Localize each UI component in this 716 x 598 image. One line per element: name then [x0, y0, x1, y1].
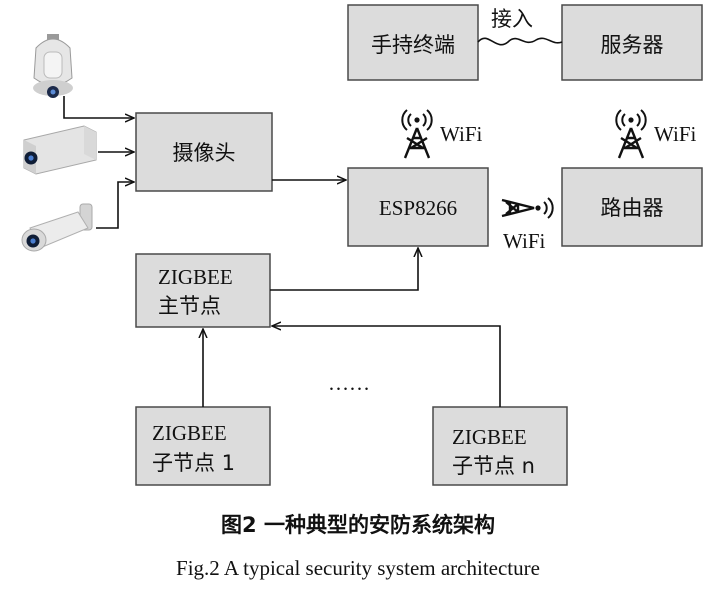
zigbee-sub-node-1-box: ZIGBEE 子节点 1: [135, 406, 271, 486]
camera-label: 摄像头: [173, 141, 236, 165]
wifi-antenna-icon: [501, 197, 554, 219]
wifi-tower-icon: [615, 109, 647, 159]
link-wifi-label: WiFi: [503, 229, 545, 253]
caption-english: Fig.2 A typical security system architec…: [176, 556, 540, 580]
zigbee-subn-label-line1: ZIGBEE: [452, 425, 527, 449]
esp-wifi-label: WiFi: [440, 122, 482, 146]
bullet-camera-link: [96, 182, 134, 229]
zigbee-main-node-box: ZIGBEE 主节点: [135, 253, 271, 328]
caption-chinese: 图2 一种典型的安防系统架构: [221, 513, 495, 537]
camera-box: 摄像头: [135, 112, 273, 192]
handheld-terminal-box: 手持终端: [347, 4, 479, 81]
handheld-terminal-label: 手持终端: [371, 33, 455, 57]
access-label: 接入: [491, 7, 533, 31]
dome-camera-icon: [33, 34, 73, 98]
router-wifi-label: WiFi: [654, 122, 696, 146]
box-camera-icon: [23, 125, 97, 175]
router-box: 路由器: [561, 167, 703, 247]
ellipsis-label: ……: [328, 371, 370, 395]
zigbee-main-label-line1: ZIGBEE: [158, 265, 233, 289]
zigbee-sub-node-n-box: ZIGBEE 子节点 n: [432, 406, 568, 486]
esp8266-box: ESP8266: [347, 167, 489, 247]
subn-to-main-link: [272, 326, 501, 407]
wifi-tower-icon: [401, 109, 433, 159]
server-box: 服务器: [561, 4, 703, 81]
bullet-camera-icon: [21, 203, 93, 252]
server-label: 服务器: [601, 33, 664, 57]
zigbee-main-label-line2: 主节点: [158, 294, 221, 318]
esp8266-label: ESP8266: [379, 196, 457, 220]
dome-camera-link: [63, 96, 134, 118]
access-link: [477, 37, 563, 46]
zigbee-sub1-label-line2: 子节点 1: [152, 451, 235, 475]
zigbee-sub1-label-line1: ZIGBEE: [152, 421, 227, 445]
zigbee-subn-label-line2: 子节点 n: [452, 454, 535, 478]
router-label: 路由器: [601, 196, 664, 220]
zigbee-to-esp-link: [270, 248, 418, 291]
